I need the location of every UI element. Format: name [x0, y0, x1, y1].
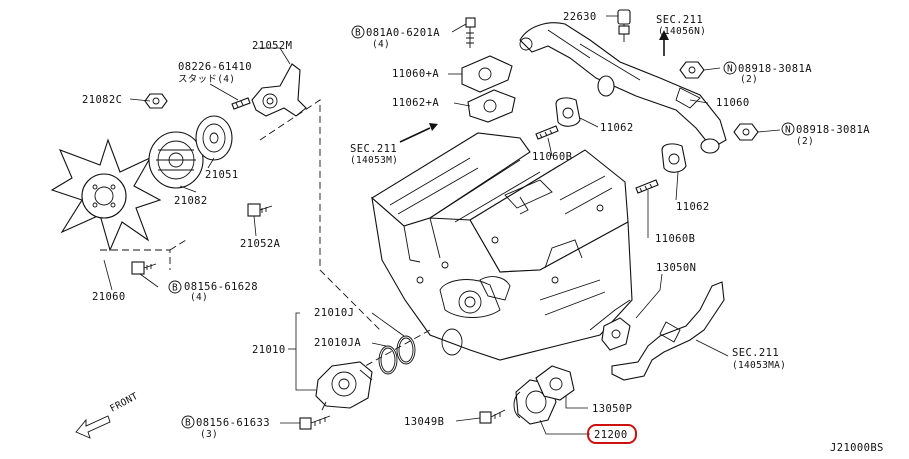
label-11060A[interactable]: 11060+A	[392, 68, 439, 80]
highlight-21200	[587, 424, 637, 444]
label-21052M[interactable]: 21052M	[252, 40, 292, 52]
pulley-21051[interactable]	[195, 115, 233, 161]
bolt-badge-081A0: B	[351, 25, 365, 39]
fan-coupling[interactable]	[148, 131, 204, 189]
label-13050N[interactable]: 13050N	[656, 262, 696, 274]
label-21010JA[interactable]: 21010JA	[314, 337, 361, 349]
label-08226-61410[interactable]: 08226-61410	[178, 61, 252, 73]
svg-text:B: B	[185, 418, 191, 429]
label-sec211-14053M[interactable]: SEC.211	[350, 143, 397, 155]
bolt-08156a-icon[interactable]	[131, 261, 157, 275]
stud-11060B-icon[interactable]	[535, 125, 559, 140]
water-pump-21010[interactable]	[315, 361, 373, 411]
sec211a-arrow-icon	[659, 30, 669, 56]
nut-badge-08918b: N	[781, 122, 795, 136]
label-sec211-14053MA-ref: (14053MA)	[732, 360, 786, 371]
label-08226-sub: スタッド(4)	[178, 74, 235, 85]
label-22630[interactable]: 22630	[563, 11, 597, 23]
nut-21082C-icon[interactable]	[144, 93, 168, 109]
label-081A0-qty: (4)	[372, 39, 390, 50]
water-inlet-pipe[interactable]	[601, 281, 725, 381]
label-08918a-qty: (2)	[740, 74, 758, 85]
label-11060Bb[interactable]: 11060B	[655, 233, 695, 245]
pump-bracket-21052M[interactable]	[251, 63, 307, 117]
label-21082C[interactable]: 21082C	[82, 94, 122, 106]
gasket-13050P[interactable]	[535, 365, 575, 401]
svg-text:N: N	[727, 64, 733, 75]
nut-08918b-icon[interactable]	[733, 123, 759, 141]
svg-text:N: N	[785, 125, 791, 136]
label-sec211-14056N[interactable]: SEC.211	[656, 14, 703, 26]
nut-badge-08918a: N	[723, 61, 737, 75]
part-labels: 21082C 08226-61410 スタッド(4) 21052M 21051 …	[82, 11, 870, 441]
label-11060B[interactable]: 11060B	[532, 151, 572, 163]
svg-text:B: B	[355, 28, 361, 39]
label-08156-61633[interactable]: 08156-61633	[196, 417, 270, 429]
label-08918-3081A-a[interactable]: 08918-3081A	[738, 63, 812, 75]
cooling-fan[interactable]	[50, 138, 162, 252]
label-08918b-qty: (2)	[796, 136, 814, 147]
nut-08918a-icon[interactable]	[679, 61, 705, 79]
bolt-13049B-icon[interactable]	[479, 409, 506, 424]
gasket-11060A[interactable]	[461, 55, 513, 93]
label-21082[interactable]: 21082	[174, 195, 208, 207]
stud-08226-icon[interactable]	[231, 97, 251, 110]
gasket-11062b[interactable]	[661, 143, 687, 173]
label-13050P[interactable]: 13050P	[592, 403, 632, 415]
fan-assembly-guide	[100, 99, 381, 331]
label-sec211-14053MA[interactable]: SEC.211	[732, 347, 779, 359]
svg-text:B: B	[172, 283, 178, 294]
label-08156-61628[interactable]: 08156-61628	[184, 281, 258, 293]
label-sec211-14056N-ref: (14056N)	[658, 26, 706, 37]
front-arrow-icon	[75, 415, 111, 439]
label-081A0-6201A[interactable]: 081A0-6201A	[366, 27, 440, 39]
bolt-08156b-icon[interactable]	[299, 415, 331, 430]
bolt-badge-08156a: B	[168, 280, 182, 294]
label-21052A[interactable]: 21052A	[240, 238, 281, 250]
label-13049B[interactable]: 13049B	[404, 416, 444, 428]
label-front: FRONT	[108, 391, 140, 415]
label-21010[interactable]: 21010	[252, 344, 286, 356]
o-ring-21010JA[interactable]	[378, 345, 398, 375]
label-11062b[interactable]: 11062	[676, 201, 710, 213]
stud-11060Bb-icon[interactable]	[635, 179, 659, 194]
o-ring-21010J[interactable]	[396, 335, 416, 365]
bolt-badge-08156b: B	[181, 415, 195, 429]
label-21060[interactable]: 21060	[92, 291, 126, 303]
label-21010J[interactable]: 21010J	[314, 307, 354, 319]
engine-block	[371, 132, 633, 361]
bolt-21052A-icon[interactable]	[247, 203, 273, 217]
leader-lines	[103, 15, 781, 435]
label-11060[interactable]: 11060	[716, 97, 750, 109]
gasket-11062[interactable]	[555, 97, 581, 127]
label-21200[interactable]: 21200	[594, 429, 628, 441]
catalog-code: J21000BS	[830, 442, 884, 454]
label-21051[interactable]: 21051	[205, 169, 239, 181]
water-pipe-assembly	[519, 9, 727, 154]
gasket-11062A[interactable]	[467, 89, 516, 123]
label-11062[interactable]: 11062	[600, 122, 634, 134]
label-08918-3081A-b[interactable]: 08918-3081A	[796, 124, 870, 136]
label-sec211-14053M-ref: (14053M)	[350, 155, 398, 166]
label-08156-61633-qty: (3)	[200, 429, 218, 440]
bolt-081A0-icon[interactable]	[465, 17, 476, 48]
sec211b-arrow-icon	[399, 123, 438, 143]
label-11062A[interactable]: 11062+A	[392, 97, 439, 109]
label-08156-61628-qty: (4)	[190, 292, 208, 303]
